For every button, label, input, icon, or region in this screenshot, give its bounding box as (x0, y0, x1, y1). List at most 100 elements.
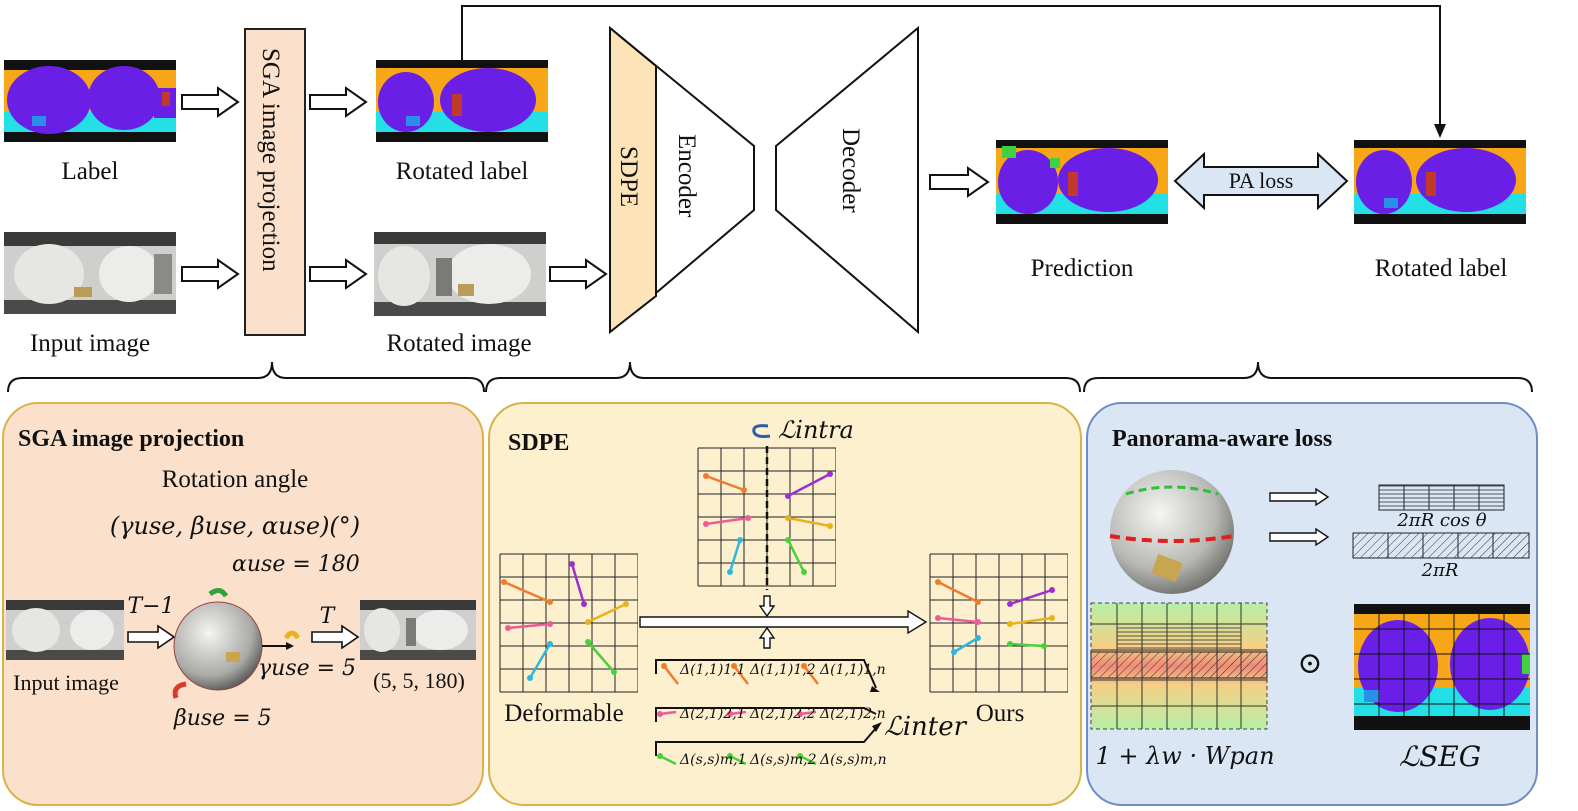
pa-loss-double-arrow (1173, 151, 1349, 211)
offset-segment (570, 563, 586, 605)
offset-2-2: Δ(2,1)2,2 (750, 706, 816, 722)
offset-point (547, 599, 553, 605)
offset-segment (507, 622, 551, 630)
offset-segment (1009, 642, 1045, 648)
arrow-inter-up (758, 626, 776, 649)
offset-point (727, 569, 733, 575)
sga-result-label: (5, 5, 180) (373, 668, 465, 693)
pa-panel-title: Panorama-aware loss (1112, 426, 1333, 452)
lseg-label: ℒSEG (1398, 740, 1482, 773)
arrow-intra-down (758, 595, 776, 618)
offset-segment (1009, 616, 1053, 626)
cos-bar-label: 2πR cos θ (1397, 510, 1487, 531)
sdpe-text: SDPE (615, 146, 642, 208)
offset-point (1041, 643, 1047, 649)
input-image (4, 232, 176, 314)
offset-point (623, 601, 629, 607)
offset-1-2: Δ(1,1)1,2 (750, 662, 816, 678)
offset-point (505, 625, 511, 631)
inter-offset-brackets (655, 659, 882, 766)
offset-segment (705, 474, 745, 492)
rotated-image (374, 232, 546, 316)
l-inter-label: ℒinter (884, 712, 967, 742)
label-image (4, 60, 176, 142)
encoder-text: Encoder (673, 134, 700, 218)
offset-point (703, 521, 709, 527)
gamma-label: γuse = 5 (258, 656, 357, 681)
t-inverse-label: T−1 (127, 594, 175, 619)
arrow-to-full-bar (1269, 528, 1330, 546)
alpha-label: αuse = 180 (232, 552, 360, 577)
offset-point (1007, 641, 1013, 647)
rotated-label-image (376, 60, 548, 142)
arrow-t-inverse (127, 624, 176, 650)
offset-segment (937, 616, 979, 624)
sga-input-caption: Input image (13, 670, 119, 695)
offset-point (569, 561, 575, 567)
offset-segment (787, 516, 831, 528)
beta-label: βuse = 5 (174, 706, 272, 731)
input-image-caption: Input image (29, 330, 151, 357)
weight-map (1090, 602, 1268, 730)
angle-tuple-label: (γuse, βuse, αuse)(°) (109, 512, 361, 540)
offset-segment (587, 602, 627, 624)
offset-segment (528, 643, 552, 679)
pa-loss-label: PA loss (1228, 168, 1294, 193)
offset-point (581, 601, 587, 607)
arrow-image-to-sga (181, 258, 240, 290)
sga-input-thumb (6, 600, 124, 660)
offset-point (827, 471, 833, 477)
offset-point (737, 537, 743, 543)
offset-point (975, 635, 981, 641)
offset-point (1007, 621, 1013, 627)
sga-projection-text: SGA image projection (257, 48, 284, 272)
full-bar-label: 2πR (1421, 560, 1459, 581)
full-bar (1352, 532, 1530, 559)
offset-point (935, 615, 941, 621)
offset-segment (587, 641, 615, 673)
seg-label-grid-image (1354, 604, 1530, 730)
offset-point (975, 599, 981, 605)
offset-point (935, 579, 941, 585)
rotation-angle-label: Rotation angle (161, 466, 309, 493)
offset-point (527, 675, 533, 681)
rotated-label-caption: Rotated label (395, 158, 529, 185)
offset-3-n: Δ(s,s)m,n (820, 752, 887, 768)
offset-3-2: Δ(s,s)m,2 (750, 752, 817, 768)
sphere-icon (172, 588, 301, 699)
offset-2-n: Δ(2,1)2,n (820, 706, 886, 722)
offset-segment (1009, 588, 1053, 606)
encoder-decoder-network (609, 25, 919, 335)
offset-point (785, 493, 791, 499)
arrow-label-to-sga (181, 86, 240, 118)
sdpe-panel-title: SDPE (508, 430, 570, 456)
offset-segment (728, 539, 742, 573)
sga-panel-title: SGA image projection (18, 426, 245, 452)
offset-point (827, 523, 833, 529)
offset-point (785, 515, 791, 521)
offset-point (741, 487, 747, 493)
rotated-image-caption: Rotated image (386, 330, 532, 357)
l-intra-label: ℒintra (778, 416, 854, 444)
rotated-label-right-caption: Rotated label (1374, 255, 1508, 282)
sga-projection-box (244, 28, 306, 336)
offset-point (547, 621, 553, 627)
prediction-caption: Prediction (1030, 255, 1134, 282)
arrow-t (311, 624, 360, 650)
deformable-caption: Deformable (504, 700, 624, 727)
cos-bar (1378, 484, 1505, 511)
l-intra-arc-icon (752, 424, 771, 438)
weight-label: 1 + λw · Wpan (1095, 742, 1275, 770)
offset-point (1049, 587, 1055, 593)
label-feedback-line (461, 5, 1446, 138)
offset-1-n: Δ(1,1)1,n (820, 662, 886, 678)
arrow-decoder-to-prediction (929, 166, 990, 198)
offset-point (1049, 615, 1055, 621)
offset-point (1007, 601, 1013, 607)
intra-grid (697, 446, 836, 590)
panorama-sphere-icon (1109, 470, 1235, 594)
offset-point (703, 473, 709, 479)
offset-3-1: Δ(s,s)m,1 (680, 752, 747, 768)
t-label: T (319, 604, 335, 629)
arrow-deform-to-ours (639, 610, 928, 634)
